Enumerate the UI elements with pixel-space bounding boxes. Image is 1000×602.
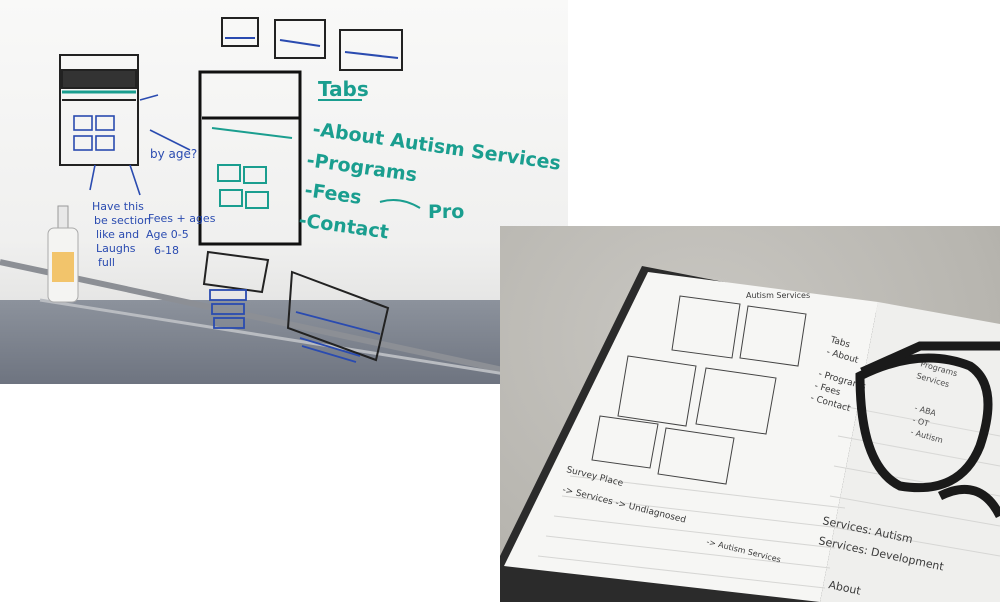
whiteboard-surface: [0, 0, 568, 300]
wireframe-left: [59, 54, 139, 166]
list-item: - OT: [911, 415, 930, 428]
whiteboard-sketch: Tabs -About Autism Services -Programs -F…: [0, 17, 568, 384]
wireframe-center: [198, 70, 302, 246]
spray-bottle: [47, 205, 79, 303]
glasses: [855, 341, 1000, 519]
note-line: Age 0-5: [146, 228, 189, 241]
note-line: be section: [94, 214, 151, 227]
notes-left: Have this be section like and Laughs ful…: [92, 200, 151, 269]
tabs-heading: Tabs: [318, 77, 369, 101]
notebook-wireframes: [591, 295, 807, 485]
tab-item: -Contact: [297, 209, 390, 243]
tab-item: Pro: [428, 201, 464, 223]
tab-item: -Fees: [303, 179, 363, 209]
notebook-sketch: Autism Services Tabs - About - Programs …: [500, 266, 1000, 602]
tab-items: -About Autism Services -Programs -Fees P…: [297, 118, 562, 243]
notes-right: Fees + ages Age 0-5 6-18: [146, 212, 216, 257]
whiteboard-photo: Tabs -About Autism Services -Programs -F…: [0, 0, 568, 384]
note-line: 6-18: [154, 244, 179, 257]
note-line: Fees + ages: [148, 212, 216, 225]
notebook-photo: Autism Services Tabs - About - Programs …: [500, 226, 1000, 602]
note-line: full: [98, 256, 115, 269]
note-line: Have this: [92, 200, 144, 213]
arrow-note: by age?: [150, 147, 197, 161]
notebook-header: Autism Services: [746, 291, 810, 300]
note-line: like and: [96, 228, 139, 241]
note-line: Laughs: [96, 242, 136, 255]
